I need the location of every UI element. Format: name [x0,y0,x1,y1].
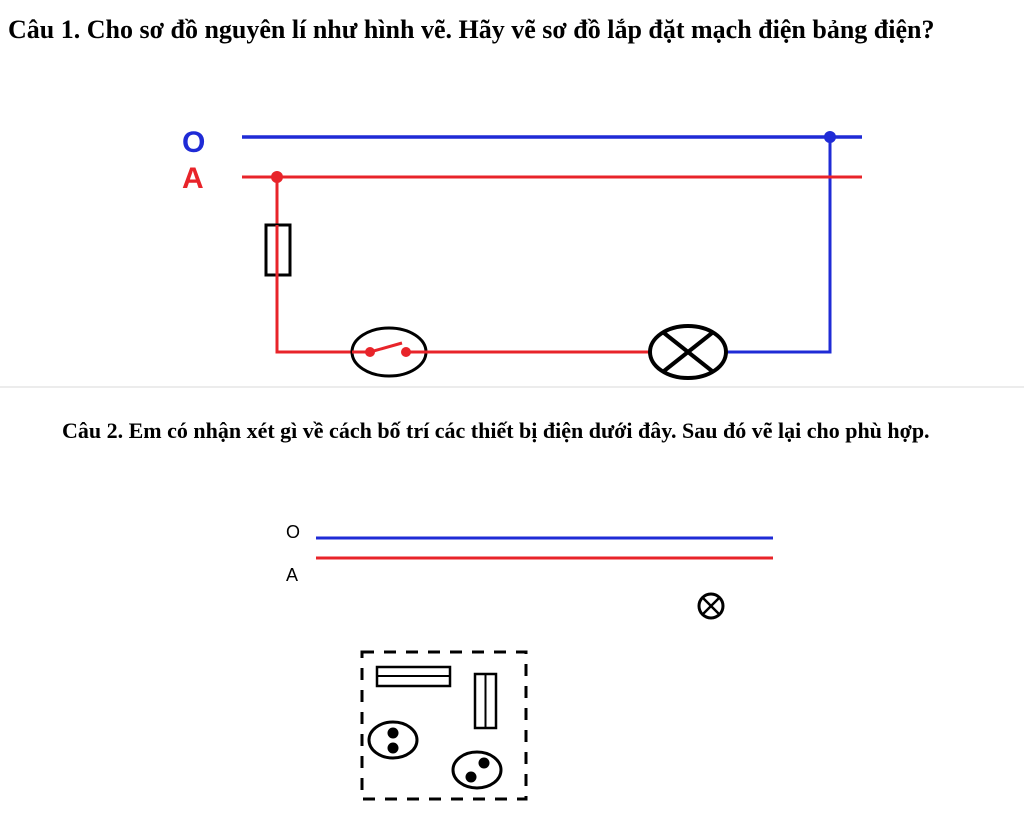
socket-icon-right [451,750,503,790]
neutral-label-o-2: O [286,522,300,542]
neutral-label-o: O [182,126,205,159]
question-1-text: Câu 1. Cho sơ đồ nguyên lí như hình vẽ. … [8,15,935,44]
layout-diagram-2: O A [286,522,773,801]
section-divider [0,386,1024,388]
fuse-vertical-icon [473,672,498,730]
lamp-icon [648,324,728,380]
lamp-icon-2 [697,592,725,620]
socket-icon-left [367,720,419,760]
switch-icon [350,326,428,378]
live-label-a: A [182,162,204,195]
live-label-a-2: A [286,565,298,585]
question-2-text: Câu 2. Em có nhận xét gì về cách bố trí … [62,418,930,443]
fuse-horizontal-icon [375,665,452,688]
live-branch-bottom [275,275,352,354]
schematic-diagram-1: O A [182,126,862,380]
neutral-branch [726,137,832,354]
